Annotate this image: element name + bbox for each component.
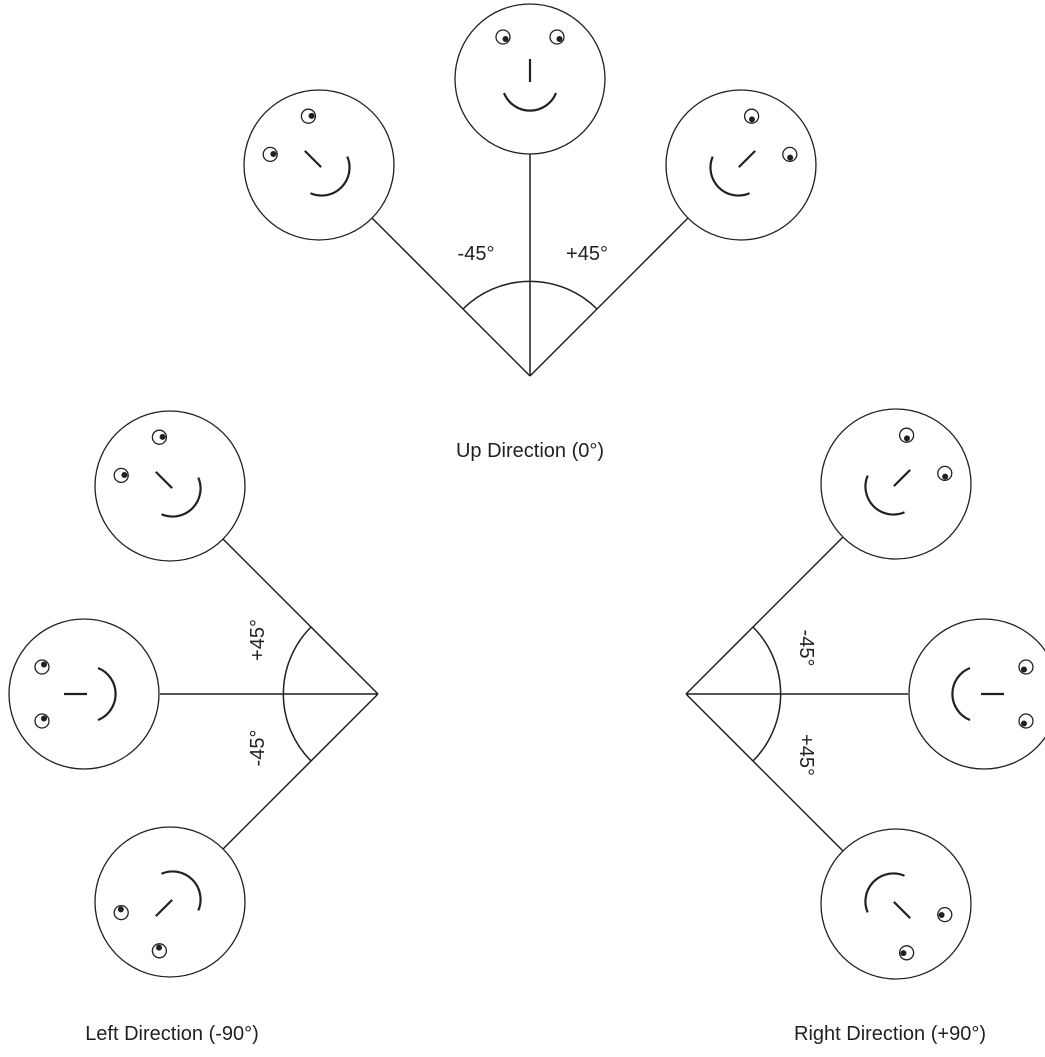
left-upper-line (222, 538, 379, 695)
up-right-line (529, 217, 689, 377)
up-minus-45-label: -45° (458, 243, 495, 265)
up-direction-label: Up Direction (0°) (456, 440, 604, 462)
right-direction-group: -45° +45° Right Direction (+90°) (685, 376, 1045, 1045)
up-direction-group: -45° +45° Up Direction (0°) (211, 2, 849, 462)
right-plus-45-label: +45° (795, 734, 817, 776)
right-lower-line (685, 693, 844, 852)
left-direction-group: +45° -45° Left Direction (-90°) (7, 378, 379, 1045)
left-plus-45-label: +45° (247, 619, 269, 661)
up-plus-45-label: +45° (566, 243, 608, 265)
right-angle-arc (752, 626, 782, 762)
left-minus-45-label: -45° (247, 730, 269, 767)
up-left-line (371, 217, 531, 377)
left-direction-label: Left Direction (-90°) (85, 1023, 259, 1045)
face-up-straight (453, 2, 607, 156)
face-right-straight (907, 617, 1045, 771)
up-angle-arc (462, 280, 598, 310)
right-minus-45-label: -45° (795, 630, 817, 667)
left-angle-arc (282, 626, 312, 762)
left-lower-line (222, 693, 379, 850)
right-direction-label: Right Direction (+90°) (794, 1023, 986, 1045)
right-upper-line (685, 536, 844, 695)
face-left-straight (7, 617, 161, 771)
